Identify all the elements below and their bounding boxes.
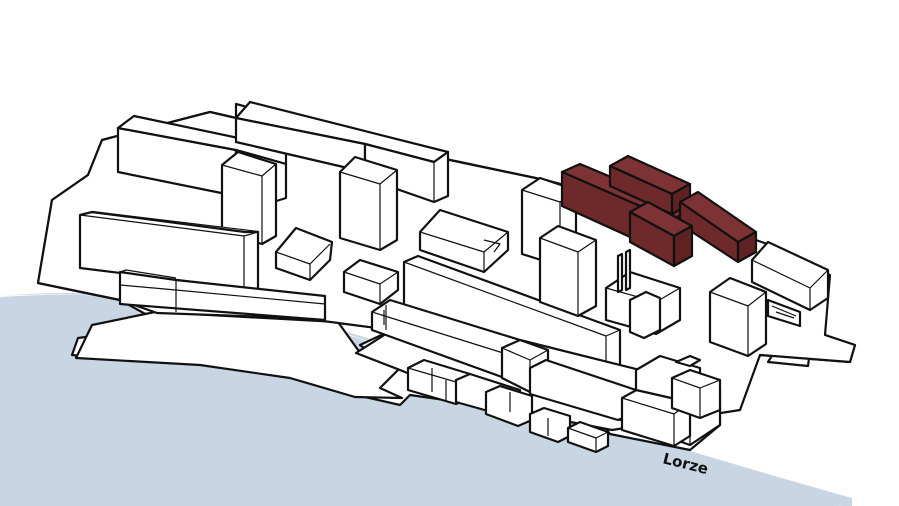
building-step-5 — [670, 368, 722, 420]
river-band — [0, 294, 852, 506]
building-low-bar-river — [118, 270, 327, 322]
tower-east — [708, 276, 768, 358]
tower-tall-2 — [538, 224, 598, 318]
chimney-2 — [624, 248, 632, 292]
building-small-center — [342, 258, 400, 306]
building-riverside-5 — [566, 420, 610, 454]
chimney-1 — [616, 252, 624, 294]
highlighted-new-buildings — [560, 154, 758, 268]
tower-center — [338, 155, 399, 252]
building-block-east — [750, 240, 830, 312]
building-small-west — [274, 226, 334, 282]
building-center-mid — [418, 208, 510, 274]
parcel-lower — [74, 310, 404, 400]
building-factory-annex — [628, 290, 662, 340]
